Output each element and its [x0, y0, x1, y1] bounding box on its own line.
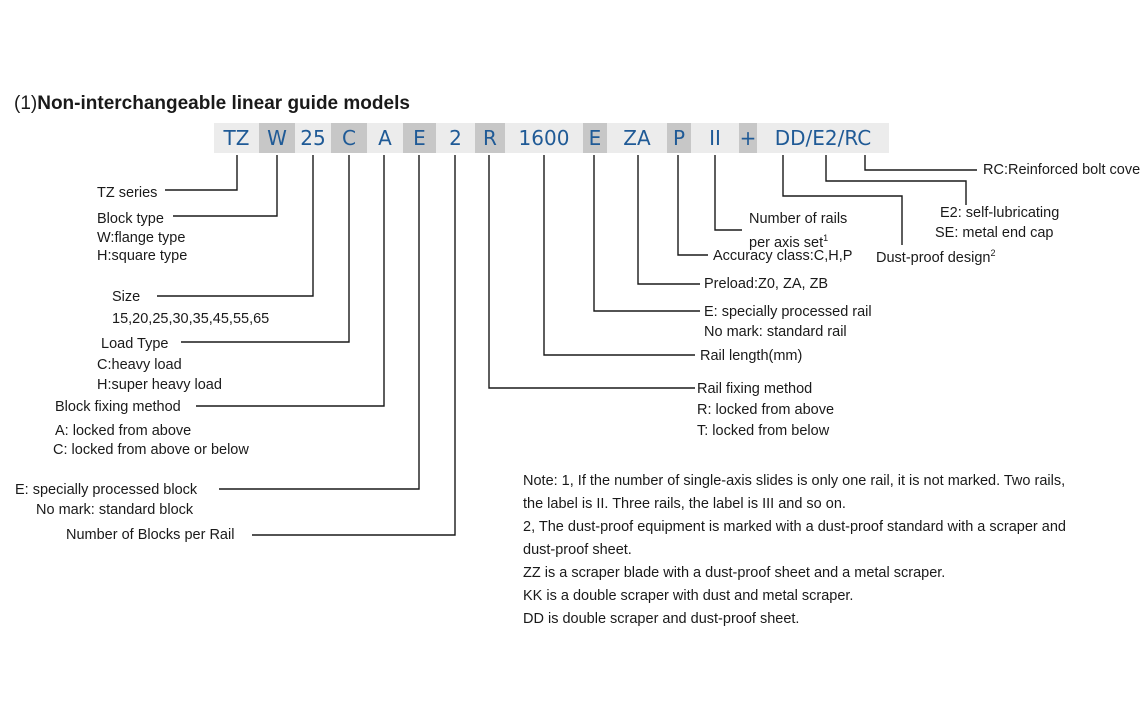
label-accuracy: Accuracy class:C,H,P — [713, 248, 853, 264]
label-load-c: C:heavy load — [97, 357, 182, 373]
label-dust-proof: Dust-proof design2 — [876, 245, 995, 267]
code-segment: + — [739, 123, 757, 153]
label-rail-fixing-r: R: locked from above — [697, 402, 835, 418]
label-rails-1: Number of rails — [749, 211, 848, 227]
code-segment: W — [259, 123, 295, 153]
label-rc: RC:Reinforced bolt cover — [983, 162, 1140, 178]
label-rails-2: per axis set1 — [749, 230, 828, 252]
line-rail-fixing — [488, 155, 695, 389]
code-segment: E — [403, 123, 436, 153]
label-block-fixing-a: A: locked from above — [55, 423, 192, 439]
line-accuracy — [677, 155, 708, 256]
code-segment: C — [331, 123, 367, 153]
label-block-fixing: Block fixing method — [55, 399, 181, 415]
line-rc — [864, 155, 977, 171]
label-rail-e: E: specially processed rail — [704, 304, 872, 320]
code-segment: TZ — [214, 123, 259, 153]
line-size — [157, 155, 314, 297]
title-number: (1) — [14, 93, 38, 114]
title-text: Non-interchangeable linear guide models — [37, 93, 410, 114]
note-line: KK is a double scraper with dust and met… — [523, 588, 854, 604]
label-size: Size — [112, 289, 141, 305]
label-blocks-per-rail: Number of Blocks per Rail — [66, 527, 235, 543]
line-dd — [782, 155, 903, 245]
label-block-type-w: W:flange type — [97, 230, 186, 246]
line-preload — [637, 155, 700, 285]
line-rails — [714, 155, 742, 231]
label-block-type-h: H:square type — [97, 248, 188, 264]
note-line: dust-proof sheet. — [523, 542, 632, 558]
note-line: DD is double scraper and dust-proof shee… — [523, 611, 800, 627]
label-load-h: H:super heavy load — [97, 377, 222, 393]
label-e2: E2: self-lubricating — [940, 205, 1060, 221]
code-segment: R — [475, 123, 505, 153]
line-fixing — [196, 155, 385, 407]
label-tz-series: TZ series — [97, 185, 158, 201]
diagram-title: (1)Non-interchangeable linear guide mode… — [14, 93, 410, 115]
label-size-values: 15,20,25,30,35,45,55,65 — [112, 311, 270, 327]
label-block-no-mark: No mark: standard block — [36, 502, 194, 518]
label-se: SE: metal end cap — [935, 225, 1054, 241]
label-rail-fixing-t: T: locked from below — [697, 423, 830, 439]
rails-sup: 1 — [823, 233, 829, 243]
dust-proof-text: Dust-proof design — [876, 250, 991, 266]
label-preload: Preload:Z0, ZA, ZB — [704, 276, 829, 292]
line-blocks-rail — [252, 155, 456, 536]
code-segment: ZA — [607, 123, 667, 153]
note-line: the label is II. Three rails, the label … — [523, 496, 846, 512]
dust-proof-sup: 2 — [990, 248, 996, 258]
label-block-e: E: specially processed block — [15, 482, 198, 498]
rails-text: per axis set — [749, 235, 824, 251]
line-w — [173, 155, 278, 217]
code-segment: 25 — [295, 123, 331, 153]
line-e2 — [825, 155, 967, 205]
label-rail-fixing: Rail fixing method — [697, 381, 813, 397]
label-rail-no-mark: No mark: standard rail — [704, 324, 847, 340]
code-segment: E — [583, 123, 607, 153]
line-block-e — [219, 155, 420, 490]
code-segment: A — [367, 123, 403, 153]
code-segment: P — [667, 123, 691, 153]
notes-block: Note: 1, If the number of single-axis sl… — [523, 470, 1066, 631]
code-segment: II — [691, 123, 739, 153]
line-load — [181, 155, 350, 343]
label-load-type: Load Type — [101, 336, 169, 352]
label-rail-length: Rail length(mm) — [700, 348, 803, 364]
line-rail-e — [593, 155, 700, 312]
note-line: ZZ is a scraper blade with a dust-proof … — [523, 565, 946, 581]
code-segment: 2 — [436, 123, 475, 153]
code-segment: DD/E2/RC — [757, 123, 889, 153]
label-block-fixing-c: C: locked from above or below — [53, 442, 249, 458]
label-block-type: Block type — [97, 211, 164, 227]
line-tz — [165, 155, 238, 191]
note-line: 2, The dust-proof equipment is marked wi… — [523, 519, 1066, 535]
code-segment: 1600 — [505, 123, 583, 153]
note-line: Note: 1, If the number of single-axis sl… — [523, 473, 1066, 489]
line-rail-length — [543, 155, 695, 356]
